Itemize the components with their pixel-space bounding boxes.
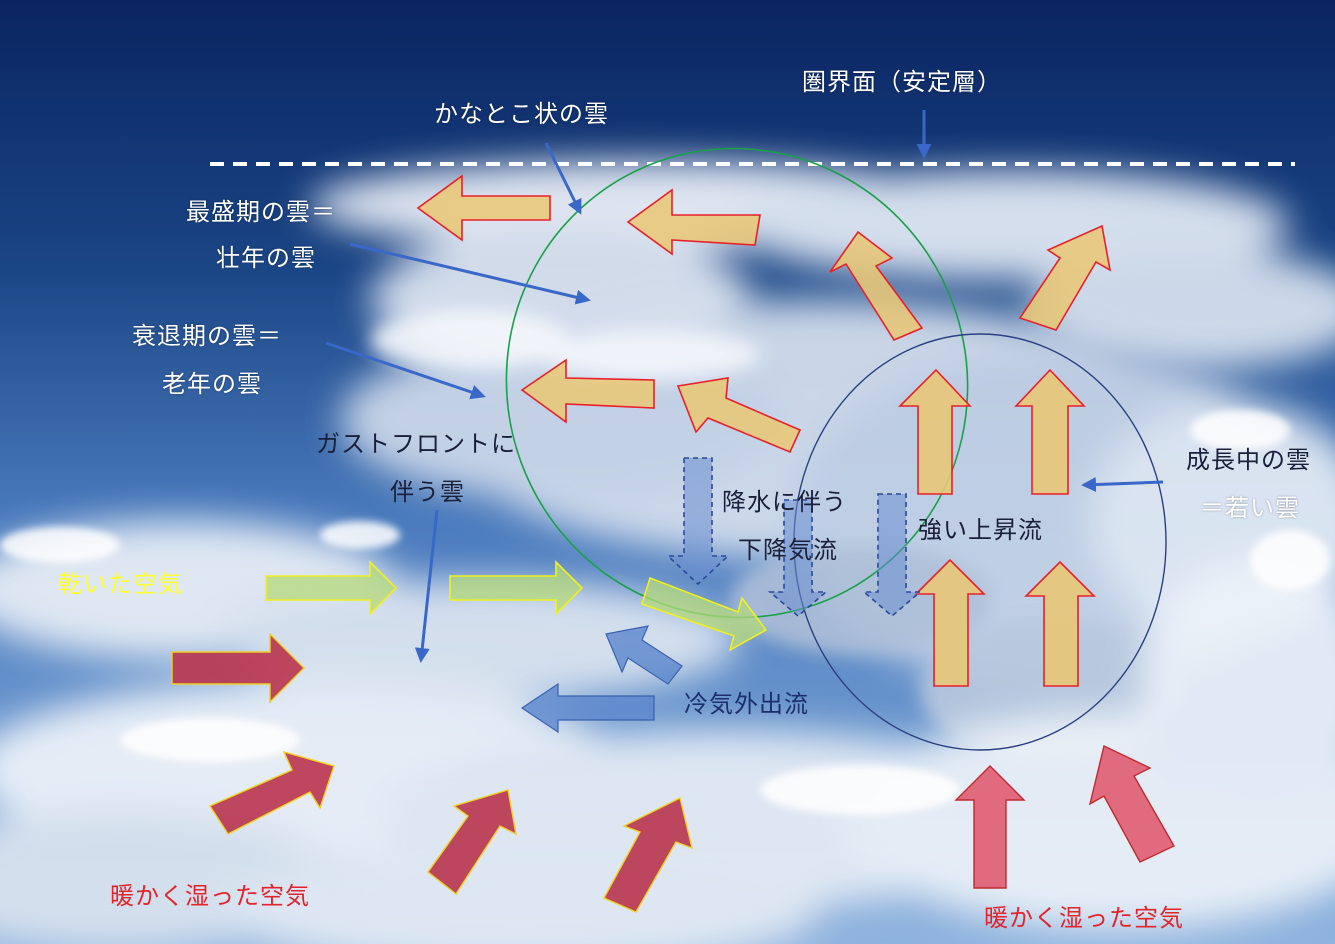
growing-cloud-label-line2: ＝若い雲	[1200, 494, 1300, 522]
precip-downdraft-label-line2: 下降気流	[738, 536, 838, 564]
warm-moist-air-arrows	[171, 632, 693, 913]
updraft-arrow-upper-right	[1014, 368, 1086, 495]
gust-front-label-line2: 伴う雲	[390, 478, 465, 506]
precip-downdraft-arrows	[665, 457, 923, 618]
anvil-cloud-label: かなとこ状の雲	[434, 100, 609, 128]
updraft-arrow-lower-left	[914, 558, 986, 687]
strong-updraft-label: 強い上昇流	[918, 516, 1043, 544]
gust-front-pointer	[414, 509, 439, 663]
outflow-arrow-top-mid	[626, 188, 761, 256]
warm-moist-air-arrows-right	[954, 744, 1175, 889]
mature-cloud-label-line2: 壮年の雲	[216, 244, 316, 272]
warm-air-arrow-left-3	[427, 789, 517, 896]
warm-air-arrow-left-1	[171, 632, 305, 704]
warm-moist-air-left-label: 暖かく湿った空気	[110, 882, 310, 910]
downdraft-arrow-2	[767, 499, 829, 618]
growing-cloud-label-line1: 成長中の雲	[1186, 446, 1311, 474]
outflow-arrow-mid-right	[676, 377, 802, 454]
dissipating-cloud-label-line2: 老年の雲	[162, 370, 262, 398]
outflow-arrow-top-left	[416, 174, 551, 242]
warm-air-arrow-right-2	[1088, 744, 1175, 863]
anvil-cloud-outline	[505, 147, 969, 619]
warm-moist-air-right-label: 暖かく湿った空気	[984, 904, 1184, 932]
dry-air-label: 乾いた空気	[58, 570, 183, 598]
updraft-arrows	[898, 368, 1096, 687]
anvil-outflow-arrows	[416, 174, 1112, 454]
cold-outflow-arrow-2	[520, 682, 655, 734]
dissipating-cloud-label-line1: 衰退期の雲＝	[132, 322, 282, 350]
outflow-arrow-up-right	[1018, 224, 1112, 331]
dry-air-arrows	[265, 560, 768, 652]
dry-air-arrow-2	[449, 560, 584, 616]
downdraft-arrow-1	[665, 457, 731, 586]
outflow-arrow-mid-left	[520, 358, 655, 424]
cold-outflow-arrow-1	[605, 625, 683, 685]
cold-outflow-label: 冷気外出流	[684, 690, 809, 718]
downdraft-arrow-3	[861, 493, 923, 618]
warm-air-arrow-left-2	[208, 750, 335, 835]
dry-air-arrow-1	[265, 560, 398, 616]
mature-cloud-label-line1: 最盛期の雲＝	[186, 198, 336, 226]
updraft-arrow-upper-left	[898, 368, 972, 495]
growing-cloud-pointer	[1081, 477, 1164, 493]
dissipating-cloud-pointer	[325, 341, 486, 400]
anvil-pointer	[544, 142, 582, 215]
cold-outflow-arrows	[520, 625, 683, 734]
outflow-arrow-up-left	[829, 230, 924, 342]
gust-front-label-line1: ガストフロントに	[316, 430, 516, 458]
warm-air-arrow-left-4	[603, 796, 693, 913]
updraft-arrow-lower-right	[1024, 560, 1096, 687]
tropopause-label: 圏界面（安定層）	[802, 68, 1002, 96]
warm-air-arrow-right-1	[954, 765, 1026, 889]
precip-downdraft-label-line1: 降水に伴う	[722, 488, 847, 516]
dry-air-arrow-3	[641, 576, 768, 652]
mature-cloud-pointer	[349, 242, 591, 305]
